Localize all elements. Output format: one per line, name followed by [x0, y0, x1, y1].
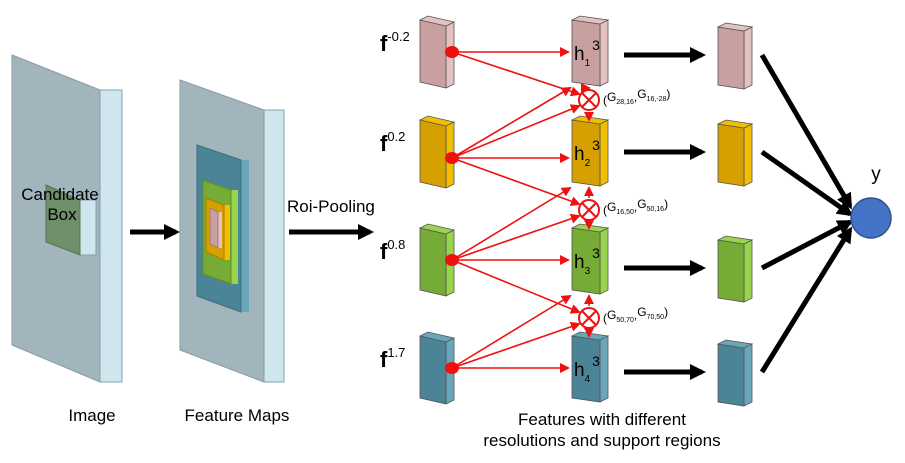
gate-in-bottom-2 [451, 213, 581, 261]
gate-in-bottom-3 [451, 321, 581, 369]
to-y-arrow-4 [759, 226, 853, 374]
gate-in-top-2 [451, 157, 581, 206]
gate-in-top-3 [451, 259, 581, 314]
output-feature-box-1 [716, 22, 754, 90]
h-label-3: h33 [574, 245, 600, 277]
cross-arrow-up-1 [451, 86, 572, 159]
h-label-4: h43 [574, 353, 600, 385]
image-panel [11, 54, 123, 383]
h-feature-box-1 [570, 15, 610, 87]
image-label: Image [68, 406, 115, 425]
gate-multiply-icon-2 [578, 199, 600, 221]
gate-in-top-1 [451, 51, 581, 97]
candidate-box [45, 184, 97, 256]
to-y-arrow-2 [760, 149, 854, 217]
f-label-1: f-0.2 [380, 29, 410, 56]
feature-maps-label: Feature Maps [185, 406, 290, 425]
input-feature-box-1 [418, 15, 456, 89]
f-label-2: f0.2 [380, 129, 405, 156]
f-label-3: f0.8 [380, 237, 405, 264]
to-y-arrow-3 [760, 219, 854, 271]
output-label: y [871, 164, 881, 185]
input-feature-box-2 [418, 115, 456, 189]
to-y-arrow-1 [759, 53, 853, 210]
h-label-1: h13 [574, 37, 600, 69]
gate-label-1: (G28,16,G16,-28) [603, 87, 670, 107]
output-feature-box-4 [716, 339, 754, 407]
roi-pooling-label: Roi-Pooling [287, 197, 375, 216]
output-feature-box-2 [716, 119, 754, 187]
h-label-2: h23 [574, 137, 600, 169]
gate-label-2: (G16,50,G50,16) [603, 197, 668, 217]
gate-label-3: (G50,70,G70,50) [603, 305, 668, 325]
h-feature-box-3 [570, 223, 610, 295]
cross-arrow-up-2 [451, 186, 572, 261]
candidate-box-label-line1: Candidate [21, 185, 99, 204]
features-caption-line1: Features with different [518, 410, 686, 429]
output-feature-box-3 [716, 235, 754, 303]
output-node [850, 197, 892, 239]
f-label-4: f1.7 [380, 345, 405, 372]
features-caption-line2: resolutions and support regions [483, 431, 720, 450]
h-feature-box-4 [570, 331, 610, 403]
candidate-box-label-line2: Box [47, 205, 77, 224]
gate-in-bottom-1 [451, 104, 581, 159]
feature-maps-panel [179, 79, 285, 383]
gate-multiply-icon-1 [578, 89, 600, 111]
cross-arrow-up-3 [451, 294, 572, 369]
gate-multiply-icon-3 [578, 307, 600, 329]
h-feature-box-2 [570, 115, 610, 187]
